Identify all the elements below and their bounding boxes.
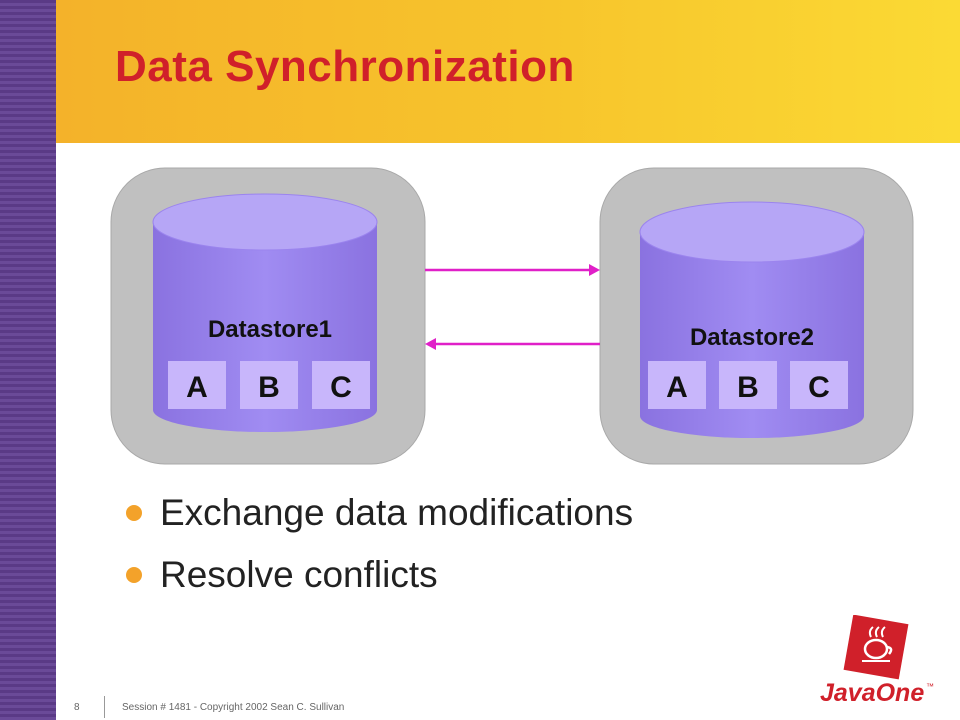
javaone-logo: JavaOne ™ — [820, 615, 934, 707]
bullet-item: Exchange data modifications — [126, 482, 633, 544]
datastore-2: Datastore2 A B C — [599, 167, 914, 465]
title-band — [56, 0, 960, 143]
datastore-2-column-b: B — [737, 371, 759, 404]
arrowhead-left-icon — [425, 338, 436, 350]
footer-divider — [104, 696, 105, 718]
datastore-1-columns: A B C — [168, 361, 370, 409]
datastore-2-column-box — [719, 361, 777, 409]
javaone-logo-trademark: ™ — [926, 682, 934, 691]
footer: 8 Session # 1481 - Copyright 2002 Sean C… — [0, 696, 960, 720]
datastore-1-column-box — [240, 361, 298, 409]
javaone-logo-text: JavaOne — [820, 679, 924, 707]
datastore-1-cylinder-top — [152, 193, 378, 251]
datastore-1-column-box — [168, 361, 226, 409]
datastore-2-column-box — [790, 361, 848, 409]
sync-arrow-left — [425, 338, 600, 350]
arrowhead-right-icon — [589, 264, 600, 276]
datastore-2-column-c: C — [808, 371, 830, 404]
javaone-logo-emblem-icon — [843, 615, 909, 680]
bullet-text: Exchange data modifications — [160, 492, 634, 533]
datastore-1-column-c: C — [330, 371, 352, 404]
bullet-item: Resolve conflicts — [126, 544, 633, 606]
datastore-2-column-box — [648, 361, 706, 409]
datastore-1-column-b: B — [258, 371, 280, 404]
sync-arrow-right — [425, 264, 600, 276]
footer-copyright: Session # 1481 - Copyright 2002 Sean C. … — [122, 702, 345, 713]
bullet-dot-icon — [126, 567, 142, 583]
datastore-1-column-a: A — [186, 371, 208, 404]
datastore-1-column-box — [312, 361, 370, 409]
slide-title: Data Synchronization — [115, 42, 575, 91]
bullet-dot-icon — [126, 505, 142, 521]
datastore-2-label: Datastore2 — [690, 324, 814, 351]
datastore-2-column-a: A — [666, 371, 688, 404]
datastore-1: Datastore1 A B C — [110, 167, 426, 465]
datastore-2-cylinder-top — [639, 201, 865, 263]
datastore-2-columns: A B C — [648, 361, 848, 409]
datastore-1-label: Datastore1 — [208, 316, 332, 343]
bullet-list: Exchange data modifications Resolve conf… — [126, 482, 633, 606]
bullet-text: Resolve conflicts — [160, 554, 438, 595]
page-number: 8 — [74, 702, 80, 713]
left-stripe — [0, 0, 56, 720]
